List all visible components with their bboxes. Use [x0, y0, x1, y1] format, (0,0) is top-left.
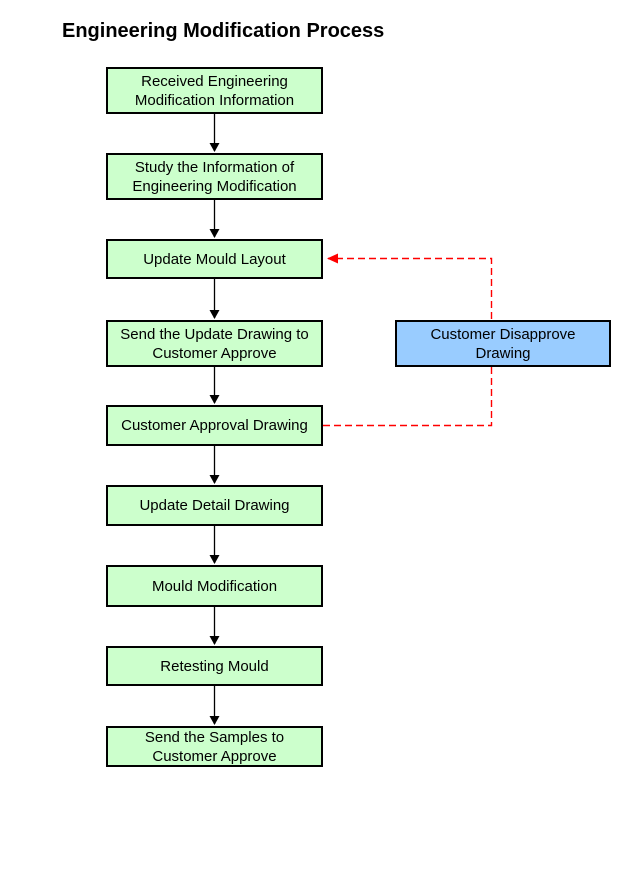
- process-box-update-detail-drawing: Update Detail Drawing: [106, 485, 323, 526]
- process-box-customer-approval: Customer Approval Drawing: [106, 405, 323, 446]
- process-box-received-info: Received Engineering Modification Inform…: [106, 67, 323, 114]
- feedback-box-customer-disapprove: Customer Disapprove Drawing: [395, 320, 611, 367]
- process-box-study-info: Study the Information of Engineering Mod…: [106, 153, 323, 200]
- process-box-retesting-mould: Retesting Mould: [106, 646, 323, 686]
- process-box-send-samples: Send the Samples to Customer Approve: [106, 726, 323, 767]
- diagram-title: Engineering Modification Process: [62, 20, 385, 42]
- process-box-update-mould-layout: Update Mould Layout: [106, 239, 323, 279]
- process-box-send-update-drawing: Send the Update Drawing to Customer Appr…: [106, 320, 323, 367]
- process-box-mould-modification: Mould Modification: [106, 565, 323, 607]
